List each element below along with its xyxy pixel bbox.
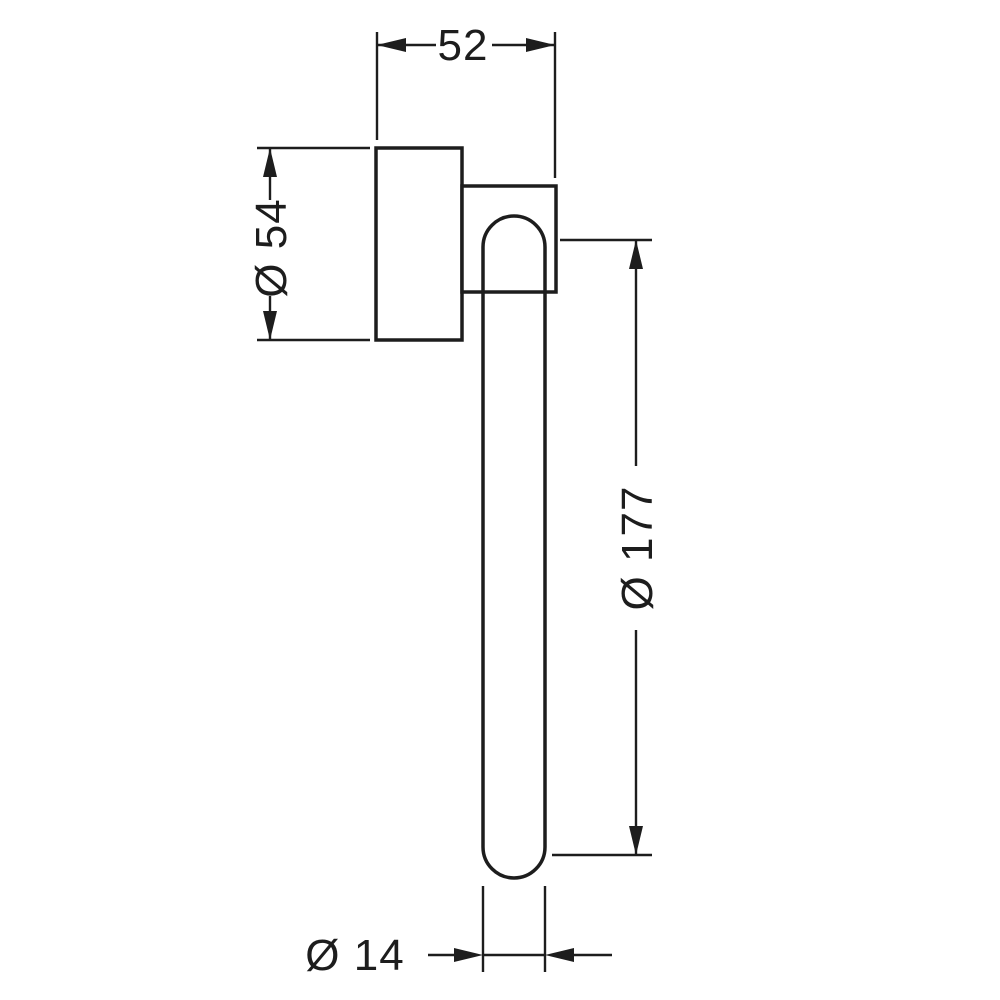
dimension-label-plate-height: Ø 54 bbox=[247, 198, 296, 297]
arrowhead-down-icon bbox=[629, 826, 643, 855]
dimension-tube-diameter: Ø 14 bbox=[305, 886, 612, 980]
towel-ring-outline bbox=[481, 214, 547, 880]
dimension-label-depth: 52 bbox=[438, 21, 489, 70]
wall-plate-outline bbox=[374, 146, 464, 342]
part-geometry bbox=[374, 146, 558, 880]
dimension-depth: 52 bbox=[375, 21, 557, 178]
arrowhead-right-icon bbox=[526, 38, 555, 52]
arrowhead-right-icon bbox=[454, 948, 483, 962]
arrowhead-left-icon bbox=[377, 38, 406, 52]
dimension-ring-diameter: Ø 177 bbox=[552, 238, 662, 857]
dimension-label-ring-diameter: Ø 177 bbox=[613, 486, 662, 611]
arrowhead-down-icon bbox=[263, 311, 277, 340]
mount-bracket-outline bbox=[460, 184, 558, 294]
dimension-plate-height: Ø 54 bbox=[247, 146, 370, 342]
arrowhead-left-icon bbox=[545, 948, 574, 962]
dimension-label-tube-diameter: Ø 14 bbox=[305, 931, 404, 980]
arrowhead-up-icon bbox=[263, 148, 277, 177]
arrowhead-up-icon bbox=[629, 240, 643, 269]
